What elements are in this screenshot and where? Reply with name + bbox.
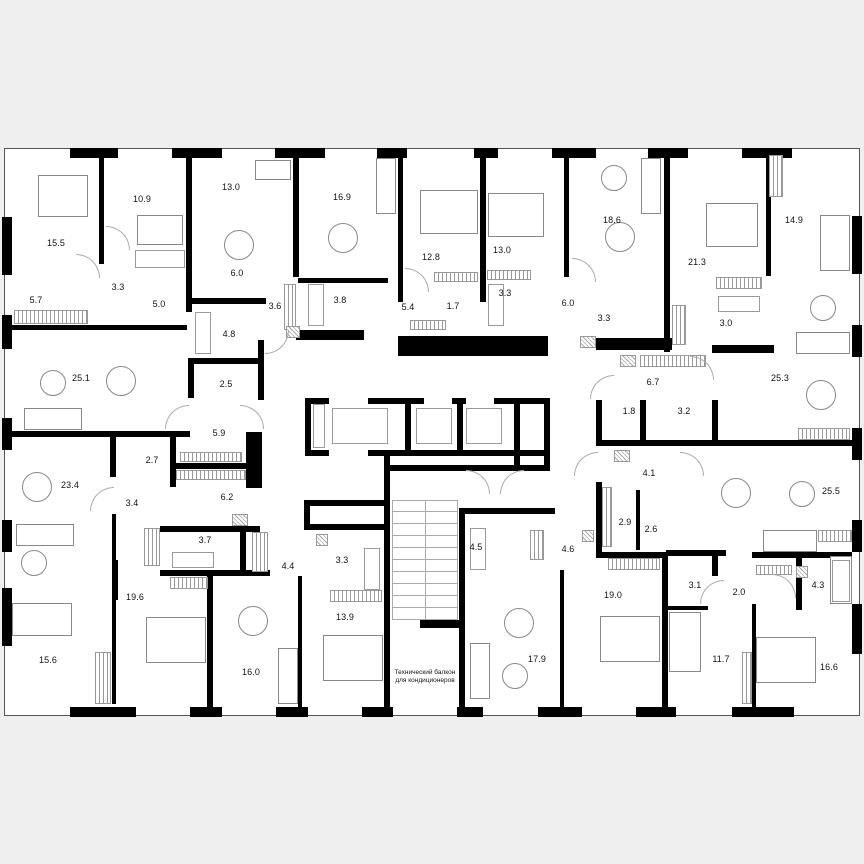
room-area: 4.6: [561, 544, 575, 554]
room-area: 10.9: [133, 194, 151, 204]
room-area: 4.3: [811, 580, 825, 590]
room-area: 14.9: [785, 215, 803, 225]
room-area: 25.5: [822, 486, 840, 496]
room-area: 2.9: [618, 517, 632, 527]
room-area: 3.7: [198, 535, 212, 545]
room-area: 5.7: [29, 295, 43, 305]
room-area: 6.2: [220, 492, 234, 502]
room-area: 2.7: [145, 455, 159, 465]
room-area: 21.3: [688, 257, 706, 267]
technical-balcony-label: Технический балкон для кондиционеров: [385, 669, 465, 685]
room-area: 11.7: [712, 654, 730, 664]
room-area: 16.9: [333, 192, 351, 202]
room-area: 13.9: [336, 612, 354, 622]
room-area: 3.1: [688, 580, 702, 590]
room-area: 1.7: [446, 301, 460, 311]
room-area: 18.6: [603, 215, 621, 225]
room-area: 15.6: [39, 655, 57, 665]
room-area: 3.3: [335, 555, 349, 565]
room-area: 19.6: [126, 592, 144, 602]
room-area: 1.8: [622, 406, 636, 416]
room-area: 2.6: [644, 524, 658, 534]
stair-divider: [425, 500, 426, 620]
room-area: 3.3: [498, 288, 512, 298]
room-area: 23.4: [61, 480, 79, 490]
room-area: 13.0: [493, 245, 511, 255]
room-area: 3.3: [597, 313, 611, 323]
room-area: 25.1: [72, 373, 90, 383]
room-area: 16.6: [820, 662, 838, 672]
room-area: 25.3: [771, 373, 789, 383]
room-area: 2.5: [219, 379, 233, 389]
room-area: 3.3: [111, 282, 125, 292]
room-area: 6.0: [230, 268, 244, 278]
room-area: 3.4: [125, 498, 139, 508]
room-area: 3.2: [677, 406, 691, 416]
room-area: 5.4: [401, 302, 415, 312]
room-area: 4.1: [642, 468, 656, 478]
room-area: 17.9: [528, 654, 546, 664]
room-area: 5.9: [212, 428, 226, 438]
room-area: 4.5: [469, 542, 483, 552]
room-area: 16.0: [242, 667, 260, 677]
room-area: 2.0: [732, 587, 746, 597]
room-area: 3.6: [268, 301, 282, 311]
room-area: 15.5: [47, 238, 65, 248]
room-area: 19.0: [604, 590, 622, 600]
room-area: 12.8: [422, 252, 440, 262]
room-area: 13.0: [222, 182, 240, 192]
room-area: 5.0: [152, 299, 166, 309]
room-area: 4.8: [222, 329, 236, 339]
room-area: 3.0: [719, 318, 733, 328]
room-area: 3.8: [333, 295, 347, 305]
room-area: 4.4: [281, 561, 295, 571]
room-area: 6.7: [646, 377, 660, 387]
technical-balcony-line1: Технический балкон: [394, 669, 456, 676]
room-area: 6.0: [561, 298, 575, 308]
technical-balcony-line2: для кондиционеров: [395, 677, 455, 684]
